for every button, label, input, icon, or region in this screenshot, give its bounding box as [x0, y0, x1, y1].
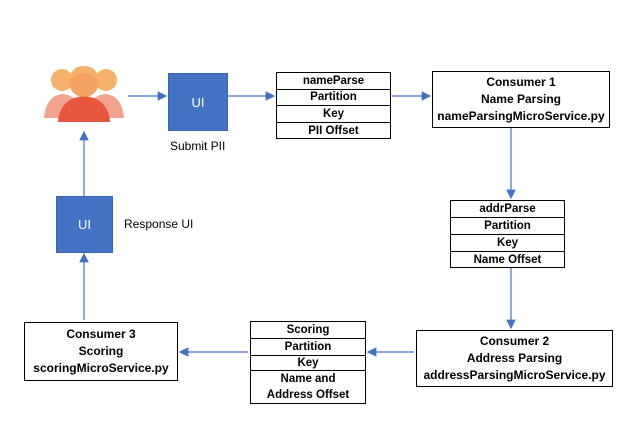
message-field: Partition	[451, 218, 564, 235]
message-field: Partition	[277, 90, 390, 106]
consumer2-box: Consumer 2 Address Parsing addressParsin…	[416, 330, 613, 387]
message-field: PII Offset	[308, 124, 359, 137]
message-field: Key	[277, 106, 390, 123]
consumer2-service: addressParsingMicroService.py	[423, 368, 606, 382]
consumer3-task: Scoring	[78, 344, 124, 358]
consumer3-box: Consumer 3 Scoring scoringMicroService.p…	[24, 322, 178, 381]
consumer1-title: Consumer 1	[486, 75, 556, 89]
response-ui-box: UI	[56, 196, 113, 253]
consumer2-task: Address Parsing	[466, 351, 563, 365]
submit-ui-box: UI	[168, 73, 228, 131]
consumer3-title: Consumer 3	[66, 327, 136, 341]
name-parse-message: nameParse Partition Key PII Offset	[276, 72, 391, 139]
consumer1-task: Name Parsing	[480, 92, 562, 106]
users-group-icon	[42, 60, 126, 122]
response-ui-label: UI	[78, 217, 91, 232]
submit-ui-label: UI	[191, 94, 205, 110]
message-field: Key	[251, 356, 365, 371]
message-field: addrParse	[451, 201, 564, 218]
message-field: Scoring	[251, 322, 365, 339]
message-field: Key	[451, 235, 564, 252]
consumer1-service: nameParsingMicroService.py	[437, 109, 605, 123]
response-ui-caption: Response UI	[124, 217, 194, 231]
scoring-message: Scoring Partition Key Name and Address O…	[250, 321, 366, 404]
submit-pii-caption: Submit PII	[170, 139, 226, 153]
message-field: Partition	[251, 339, 365, 356]
message-field: Name and Address Offset	[266, 373, 350, 401]
message-field: Name Offset	[473, 254, 542, 266]
consumer2-title: Consumer 2	[479, 334, 550, 348]
addr-parse-message: addrParse Partition Key Name Offset	[450, 200, 565, 268]
consumer3-service: scoringMicroService.py	[33, 361, 169, 375]
consumer1-box: Consumer 1 Name Parsing nameParsingMicro…	[432, 71, 610, 128]
message-field: nameParse	[277, 73, 390, 90]
